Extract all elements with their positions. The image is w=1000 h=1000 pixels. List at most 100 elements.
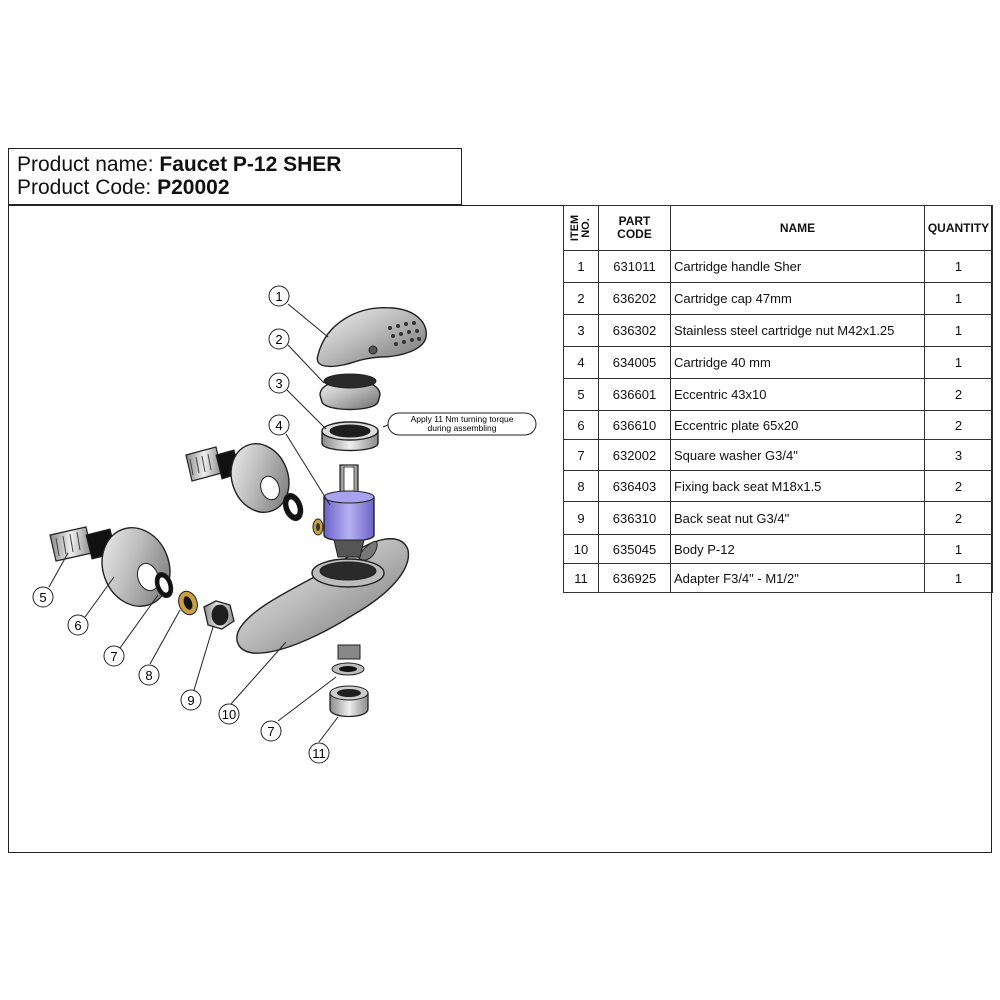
cell-quantity: 2 xyxy=(924,410,993,440)
balloon-label: 6 xyxy=(74,618,81,633)
cell-name: Fixing back seat M18x1.5 xyxy=(670,470,925,502)
cell-quantity: 1 xyxy=(924,250,993,283)
cell-item: 7 xyxy=(563,439,599,471)
balloon-9: 9 xyxy=(180,689,202,711)
cell-item: 11 xyxy=(563,563,599,593)
lower-eccentric-assembly xyxy=(49,526,235,630)
product-name-line: Product name: Faucet P-12 SHER xyxy=(17,153,341,176)
cell-item: 8 xyxy=(563,470,599,502)
balloon-2: 2 xyxy=(268,328,290,350)
cell-part-code: 631011 xyxy=(598,250,671,283)
cell-name: Back seat nut G3/4" xyxy=(670,501,925,535)
cell-part-code: 632002 xyxy=(598,439,671,471)
cell-quantity: 1 xyxy=(924,314,993,347)
cell-item: 4 xyxy=(563,346,599,379)
part-1-cartridge-handle xyxy=(316,306,427,368)
cell-quantity: 2 xyxy=(924,470,993,502)
upper-eccentric-assembly xyxy=(185,443,304,522)
balloon-7a: 7 xyxy=(103,645,125,667)
cell-name: Cartridge handle Sher xyxy=(670,250,925,283)
header-part-line2: CODE xyxy=(617,227,652,241)
header-part-line1: PART xyxy=(618,214,651,228)
header-item-line2: NO. xyxy=(580,218,592,238)
balloon-label: 11 xyxy=(312,746,326,761)
cell-part-code: 636925 xyxy=(598,563,671,593)
bottom-washer-adapter xyxy=(329,662,369,718)
part-10-body xyxy=(236,538,410,660)
balloon-11: 11 xyxy=(308,742,330,764)
cell-name: Eccentric 43x10 xyxy=(670,378,925,411)
cell-quantity: 1 xyxy=(924,282,993,315)
cell-item: 10 xyxy=(563,534,599,564)
balloon-label: 8 xyxy=(145,668,152,683)
cell-name: Stainless steel cartridge nut M42x1.25 xyxy=(670,314,925,347)
balloon-label: 7 xyxy=(267,724,274,739)
cell-item: 1 xyxy=(563,250,599,283)
cell-name: Eccentric plate 65x20 xyxy=(670,410,925,440)
product-name-label: Product name: xyxy=(17,153,160,176)
cell-item: 5 xyxy=(563,378,599,411)
header-quantity: QUANTITY xyxy=(924,205,993,251)
cell-part-code: 635045 xyxy=(598,534,671,564)
header-part-code: PART CODE xyxy=(598,205,671,251)
cell-item: 3 xyxy=(563,314,599,347)
cell-part-code: 636302 xyxy=(598,314,671,347)
balloon-label: 7 xyxy=(110,649,117,664)
balloon-1: 1 xyxy=(268,285,290,307)
cell-name: Adapter F3/4" - M1/2" xyxy=(670,563,925,593)
cell-quantity: 3 xyxy=(924,439,993,471)
cell-quantity: 2 xyxy=(924,378,993,411)
product-code-label: Product Code: xyxy=(17,176,158,199)
balloon-label: 5 xyxy=(39,590,46,605)
balloon-10: 10 xyxy=(218,703,240,725)
cell-name: Square washer G3/4" xyxy=(670,439,925,471)
callout-line-1: Apply 11 Nm turning torque xyxy=(411,414,514,424)
callout-torque-note: Apply 11 Nm turning torque during assemb… xyxy=(382,412,537,436)
header-name: NAME xyxy=(670,205,925,251)
product-code-value: P20002 xyxy=(157,176,230,199)
cell-item: 6 xyxy=(563,410,599,440)
balloon-label: 1 xyxy=(275,289,282,304)
callout-line-2: during assembling xyxy=(428,423,497,433)
product-title-box: Product name: Faucet P-12 SHER Product C… xyxy=(8,148,462,205)
cell-quantity: 1 xyxy=(924,563,993,593)
part-3-cartridge-nut xyxy=(321,421,379,452)
balloon-5: 5 xyxy=(32,586,54,608)
balloon-7b: 7 xyxy=(260,720,282,742)
cell-item: 2 xyxy=(563,282,599,315)
balloon-4: 4 xyxy=(268,414,290,436)
balloon-label: 9 xyxy=(187,693,194,708)
balloon-label: 3 xyxy=(275,376,282,391)
balloon-6: 6 xyxy=(67,614,89,636)
cell-name: Cartridge cap 47mm xyxy=(670,282,925,315)
balloon-label: 2 xyxy=(275,332,282,347)
part-2-cartridge-cap xyxy=(319,373,381,411)
cell-part-code: 636202 xyxy=(598,282,671,315)
cell-part-code: 636310 xyxy=(598,501,671,535)
part-4-cartridge xyxy=(312,464,375,558)
cell-quantity: 1 xyxy=(924,346,993,379)
exploded-view-diagram: Apply 11 Nm turning torque during assemb… xyxy=(32,285,537,764)
cell-quantity: 1 xyxy=(924,534,993,564)
leader-lines xyxy=(48,303,339,743)
cell-name: Cartridge 40 mm xyxy=(670,346,925,379)
cell-part-code: 636610 xyxy=(598,410,671,440)
cell-part-code: 634005 xyxy=(598,346,671,379)
cell-item: 9 xyxy=(563,501,599,535)
product-name-value: Faucet P-12 SHER xyxy=(159,153,342,176)
